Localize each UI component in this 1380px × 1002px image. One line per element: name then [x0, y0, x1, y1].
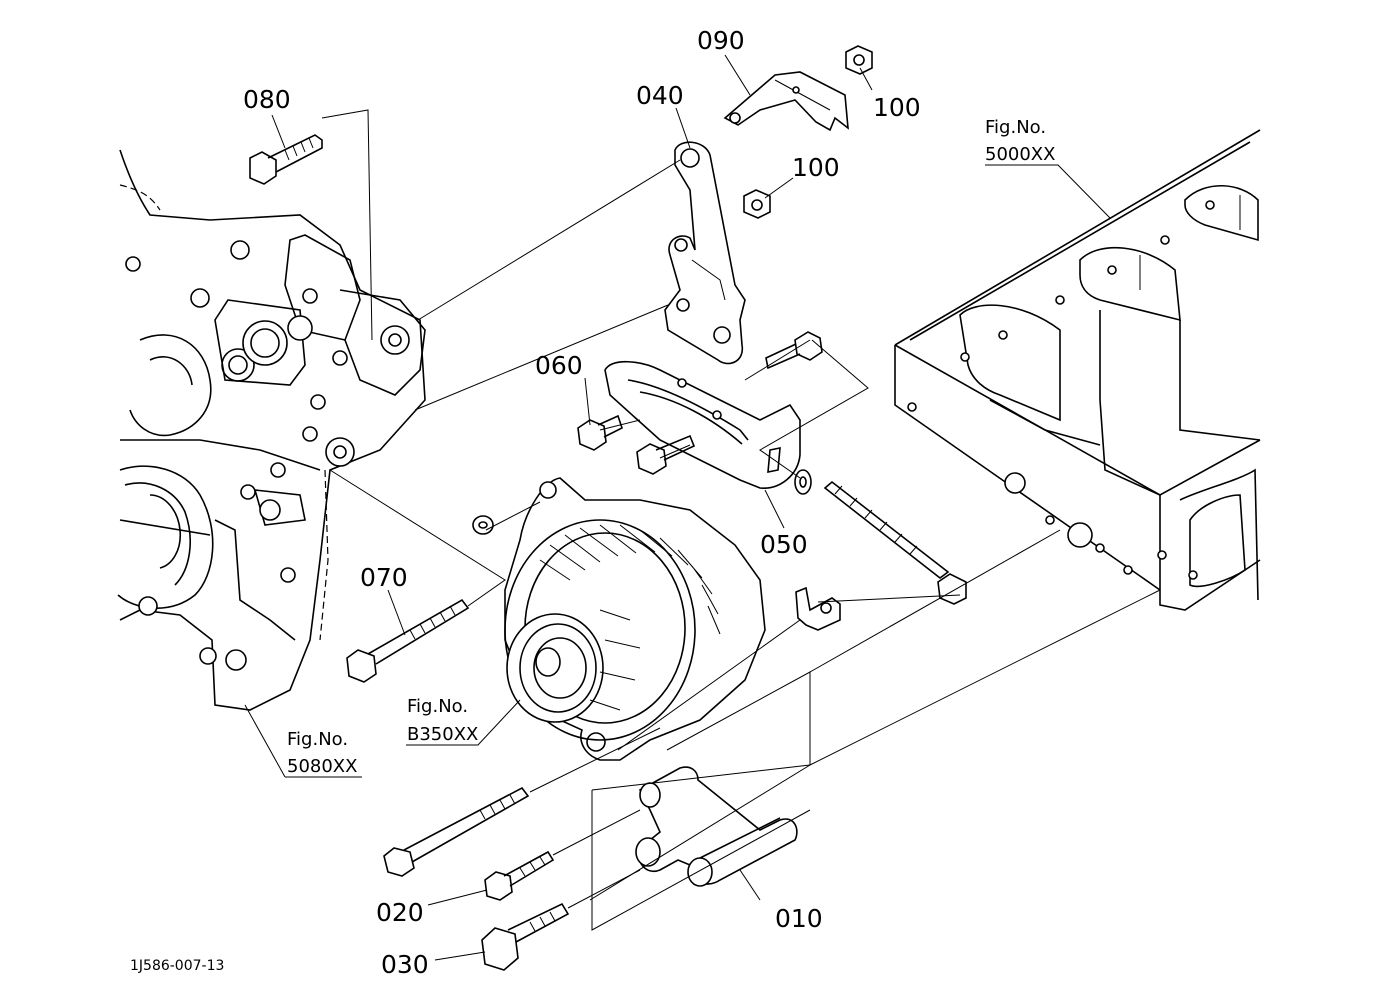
bracket-040 [664, 141, 746, 365]
bolt-030 [481, 902, 570, 971]
label-010: 010 [775, 904, 823, 933]
long-bolt-right [823, 480, 967, 605]
label-050: 050 [760, 530, 808, 559]
fig-ref-b350-number: B350XX [407, 724, 478, 745]
alternator [472, 477, 766, 761]
fig-ref-5080-prefix: Fig.No. [287, 729, 348, 750]
assembly-lines [321, 109, 1161, 931]
washer [794, 469, 812, 495]
label-020: 020 [376, 898, 424, 927]
label-100-lower: 100 [792, 153, 840, 182]
bolt-060 [577, 414, 623, 451]
fig-ref-5000-prefix: Fig.No. [985, 117, 1046, 138]
label-040: 040 [636, 81, 684, 110]
label-070: 070 [360, 563, 408, 592]
nut-100-lower [743, 189, 771, 219]
adjusting-plate-050 [604, 360, 801, 489]
bolt-short-center [636, 434, 696, 475]
label-090: 090 [697, 26, 745, 55]
nut-100-upper [845, 45, 873, 75]
bolt-080 [249, 134, 323, 185]
fig-ref-5080-number: 5080XX [287, 756, 357, 777]
label-080: 080 [243, 85, 291, 114]
plate-090 [723, 71, 849, 132]
callout-leaders [244, 54, 1111, 961]
label-100-upper: 100 [873, 93, 921, 122]
label-060: 060 [535, 351, 583, 380]
long-bolt-lower [383, 786, 530, 877]
bolt-020 [484, 850, 555, 901]
fig-ref-5000-number: 5000XX [985, 144, 1055, 165]
bolt-upper-center [765, 331, 823, 370]
fig-ref-b350-prefix: Fig.No. [407, 696, 468, 717]
terminal-bracket [795, 586, 841, 631]
diagram-code: 1J586-007-13 [130, 958, 224, 974]
bracket-010 [635, 766, 798, 887]
label-030: 030 [381, 950, 429, 979]
bolt-070 [346, 598, 470, 683]
engine-block [894, 129, 1261, 611]
gear-case-housing [117, 149, 426, 711]
